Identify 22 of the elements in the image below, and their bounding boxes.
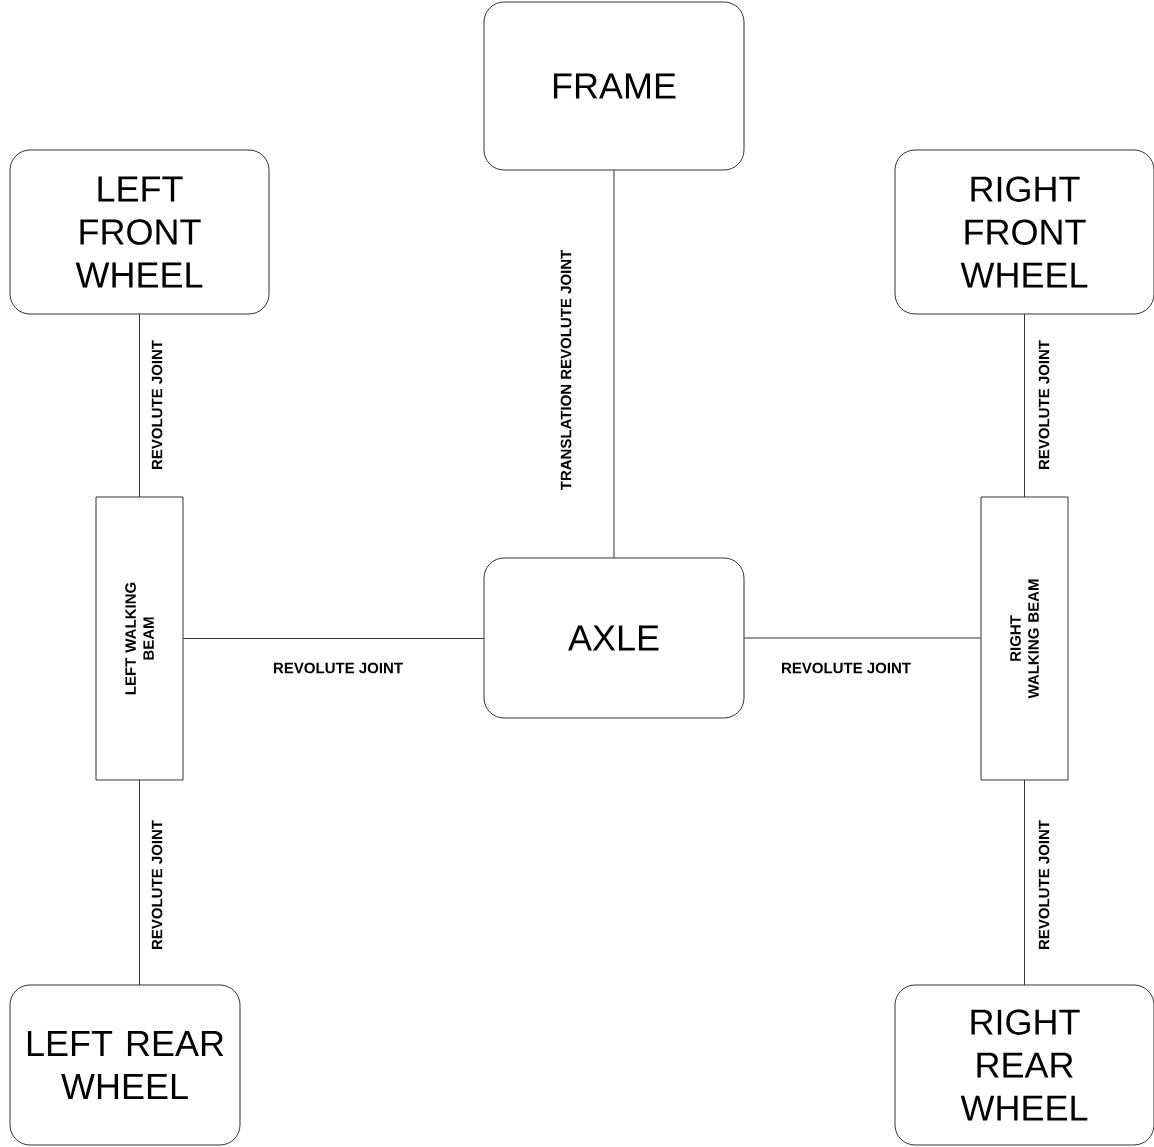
edge-label: REVOLUTE JOINT (1037, 819, 1051, 951)
edge-label: REVOLUTE JOINT (272, 661, 404, 675)
beam-box: LEFT WALKING BEAM (95, 496, 184, 781)
connector-line (182, 638, 485, 639)
edge-label: REVOLUTE JOINT (150, 339, 164, 471)
component-box: RIGHT REAR WHEEL (894, 984, 1154, 1146)
component-box: FRAME (483, 1, 745, 171)
connector-line (139, 779, 140, 986)
edge-label: REVOLUTE JOINT (150, 819, 164, 951)
connector-line (1024, 779, 1025, 986)
connector-line (1024, 313, 1025, 498)
edge-label: REVOLUTE JOINT (1037, 339, 1051, 471)
component-box: LEFT REAR WHEEL (9, 984, 241, 1146)
edge-label: TRANSLATION REVOLUTE JOINT (559, 248, 573, 492)
connector-line (743, 637, 982, 639)
beam-box: RIGHT WALKING BEAM (980, 496, 1069, 781)
connector-line (139, 313, 140, 498)
component-box: RIGHT FRONT WHEEL (894, 149, 1154, 315)
component-box: LEFT FRONT WHEEL (9, 149, 270, 315)
edge-label: REVOLUTE JOINT (780, 661, 912, 675)
component-box: AXLE (483, 557, 745, 719)
connector-line (613, 169, 615, 559)
